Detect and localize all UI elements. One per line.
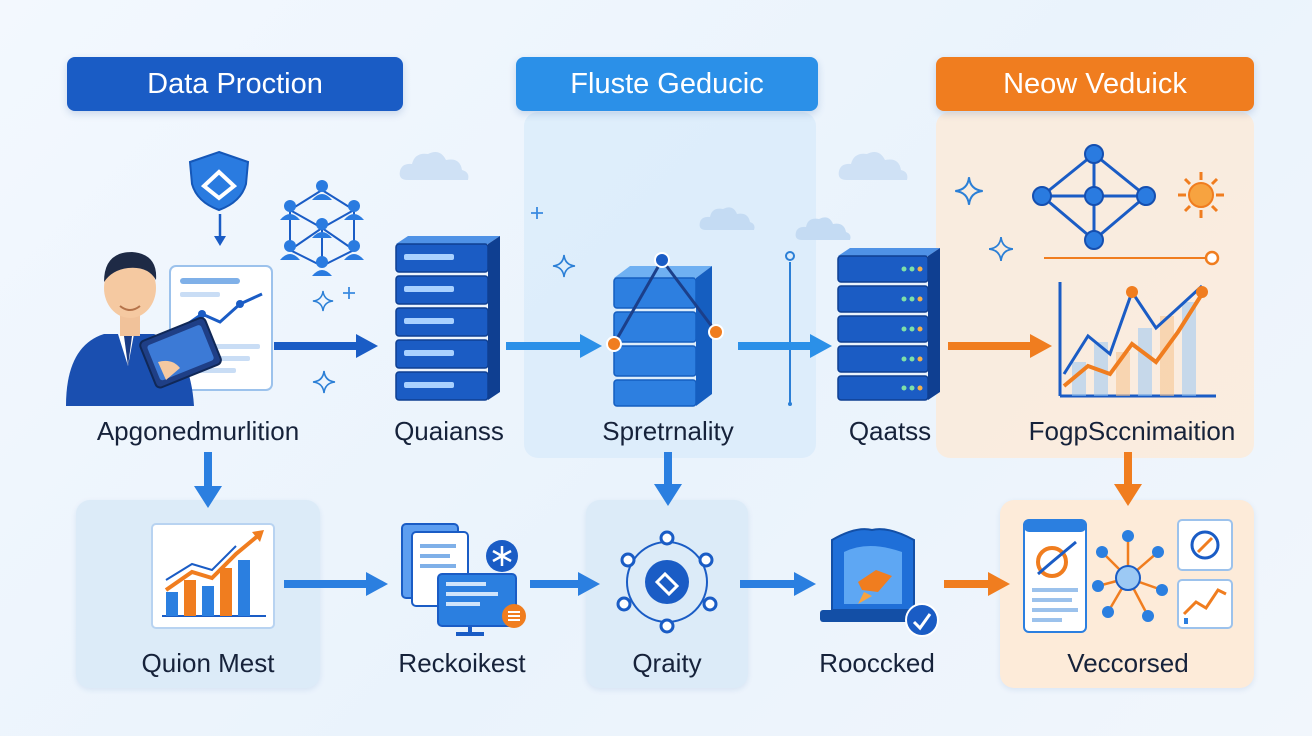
node-label: Qraity [632, 648, 702, 678]
shield-icon [188, 150, 250, 212]
section-header-fluste-geducic: Fluste Geducic [516, 57, 818, 111]
plus-icon [343, 287, 355, 299]
section-header-data-production: Data Proction [67, 57, 403, 111]
cloud-icon [838, 152, 908, 180]
node-label: Roocckеd [819, 648, 935, 678]
people-network-icon [280, 180, 364, 276]
cloud-icon [399, 152, 469, 180]
flow-arrow [740, 572, 816, 596]
sparkle-icon [552, 254, 576, 278]
flow-arrow [948, 334, 1052, 358]
person-tablet-icon [66, 252, 222, 406]
sparkle-icon [312, 370, 336, 394]
hub-icon [616, 530, 718, 634]
arrow-down-icon [214, 214, 226, 246]
flow-arrow [530, 572, 600, 596]
flow-arrow [506, 334, 602, 358]
server-stack-icon [395, 236, 500, 401]
dashed-line-icon [785, 251, 795, 406]
node-label: FogpSccnimaition [1028, 416, 1236, 446]
flow-arrow-down [194, 452, 222, 508]
shield-laptop-icon [820, 528, 939, 637]
node-label: Qaatss [848, 416, 932, 446]
section-title: Neow Veduick [1003, 67, 1187, 100]
node-label: Reckoikest [398, 648, 526, 678]
flow-arrow [738, 334, 832, 358]
flow-arrow [274, 334, 378, 358]
network-graph-icon [1032, 144, 1156, 250]
node-label: Quion Mest [141, 648, 275, 678]
flow-arrow [284, 572, 388, 596]
sparkle-icon [312, 290, 334, 312]
sparkle-icon [988, 236, 1014, 262]
documents-icon [401, 523, 526, 636]
sparkle-icon [955, 177, 983, 205]
node-label: Apgonedmurlition [96, 416, 300, 446]
dashboard-network-icon [1023, 519, 1233, 633]
section-title: Data Proction [147, 67, 323, 100]
section-header-neow-veduick: Neow Veduick [936, 57, 1254, 111]
flow-arrow-down [1114, 452, 1142, 506]
cloud-icon [795, 217, 851, 240]
line-chart-icon [1058, 282, 1216, 398]
node-label: Spretrnality [602, 416, 734, 446]
flow-arrow [944, 572, 1010, 596]
server-stack-icon [837, 248, 940, 401]
node-label: Quaianss [394, 416, 504, 446]
section-title: Fluste Geducic [570, 67, 764, 100]
bar-chart-icon [151, 523, 275, 629]
cloud-icon [699, 207, 755, 230]
plus-icon [531, 207, 543, 219]
server-network-icon [606, 252, 724, 407]
node-label: Veccorsed [1067, 648, 1189, 678]
sun-icon [1178, 172, 1224, 218]
flow-arrow-down [654, 452, 682, 506]
connector-line-icon [1044, 250, 1220, 266]
